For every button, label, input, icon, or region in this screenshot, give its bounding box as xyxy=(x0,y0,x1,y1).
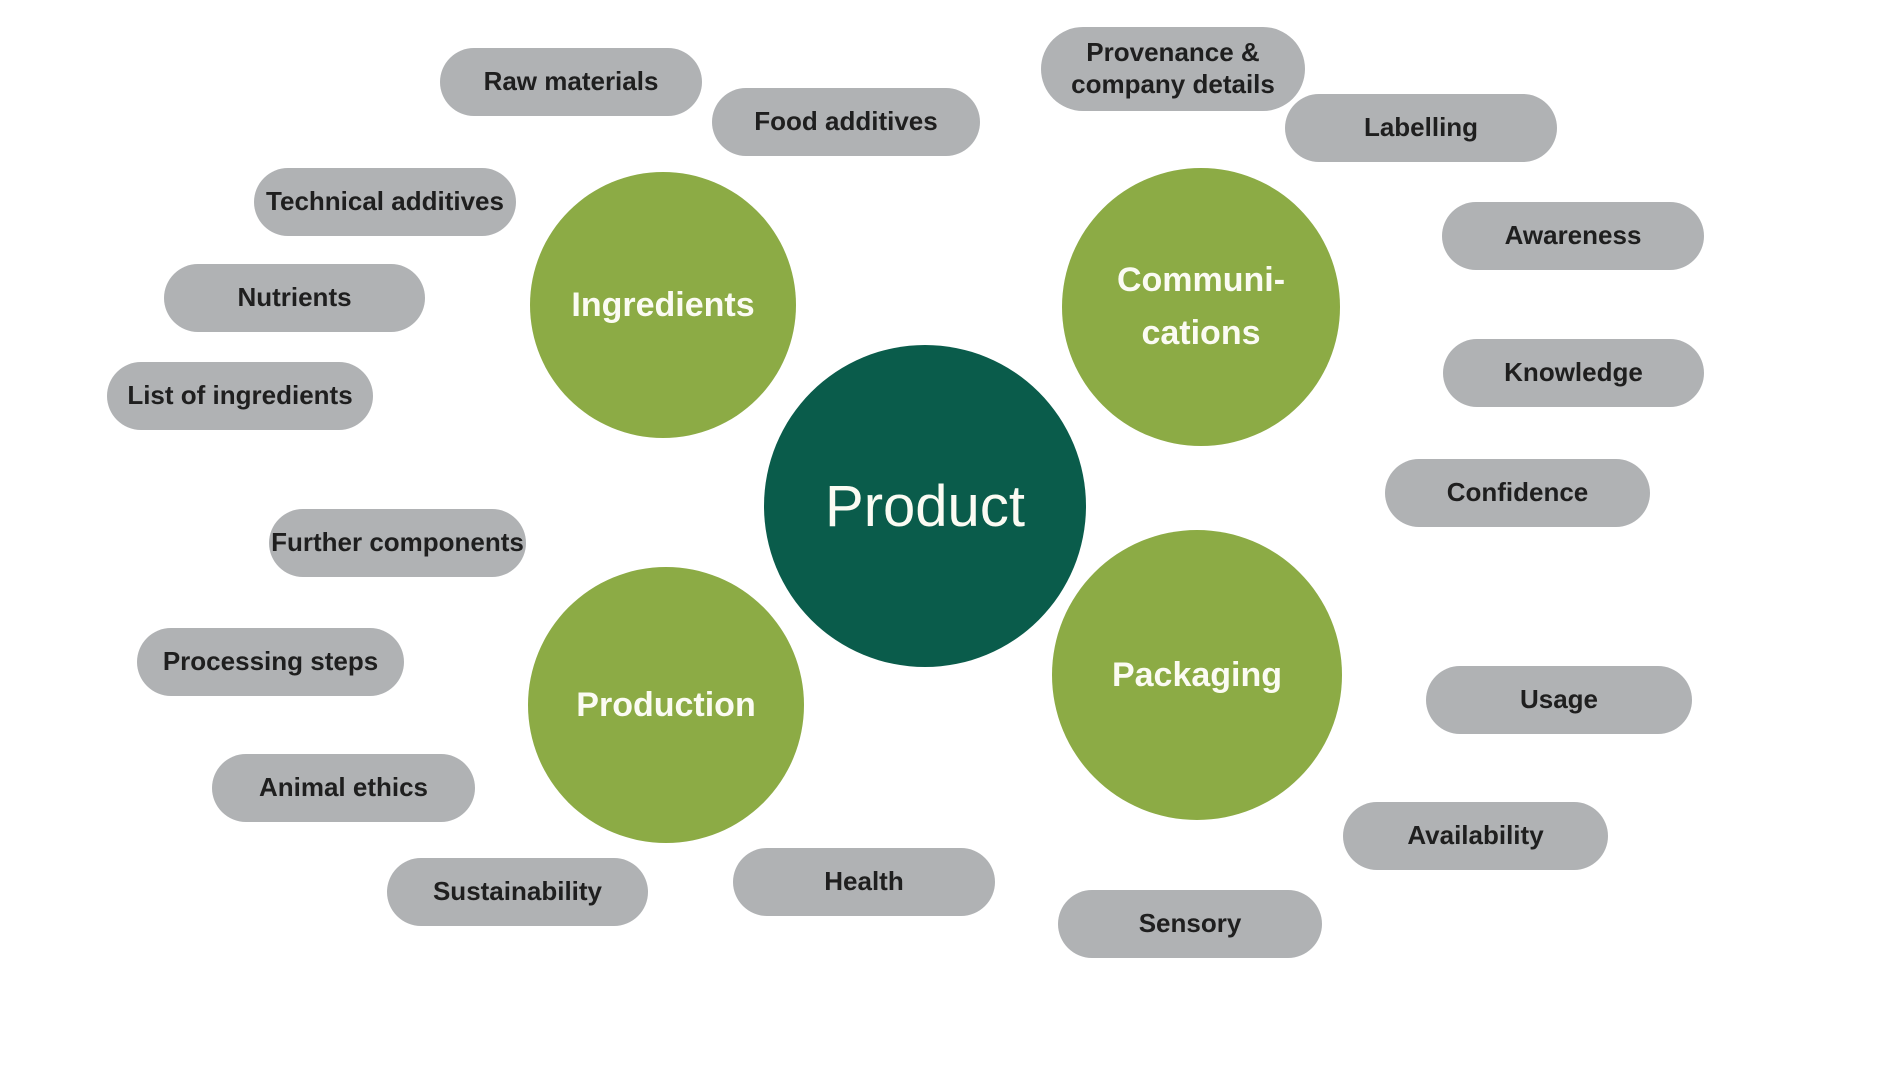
satellite-processing-steps: Processing steps xyxy=(137,628,404,696)
category-circle-packaging: Packaging xyxy=(1052,530,1342,820)
satellite-further-components: Further components xyxy=(269,509,526,577)
category-label-production: Production xyxy=(576,685,756,724)
satellite-animal-ethics: Animal ethics xyxy=(212,754,475,822)
satellite-health: Health xyxy=(733,848,995,916)
category-label-communications: Communi- cations xyxy=(1116,261,1286,352)
category-label-packaging: Packaging xyxy=(1111,655,1283,694)
satellite-sensory: Sensory xyxy=(1058,890,1322,958)
category-label-ingredients: Ingredients xyxy=(571,285,755,324)
satellite-confidence: Confidence xyxy=(1385,459,1650,527)
category-circle-production: Production xyxy=(528,567,804,843)
satellite-food-additives: Food additives xyxy=(712,88,980,156)
satellite-nutrients: Nutrients xyxy=(164,264,425,332)
center-circle-label: Product xyxy=(825,473,1025,539)
center-circle-product: Product xyxy=(764,345,1086,667)
category-circle-communications: Communi- cations xyxy=(1062,168,1340,446)
satellite-availability: Availability xyxy=(1343,802,1608,870)
satellite-provenance-company-details: Provenance & company details xyxy=(1041,27,1305,111)
satellite-knowledge: Knowledge xyxy=(1443,339,1704,407)
satellite-sustainability: Sustainability xyxy=(387,858,648,926)
satellite-technical-additives: Technical additives xyxy=(254,168,516,236)
satellite-usage: Usage xyxy=(1426,666,1692,734)
satellite-labelling: Labelling xyxy=(1285,94,1557,162)
satellite-list-of-ingredients: List of ingredients xyxy=(107,362,373,430)
satellite-raw-materials: Raw materials xyxy=(440,48,702,116)
category-circle-ingredients: Ingredients xyxy=(530,172,796,438)
satellite-awareness: Awareness xyxy=(1442,202,1704,270)
